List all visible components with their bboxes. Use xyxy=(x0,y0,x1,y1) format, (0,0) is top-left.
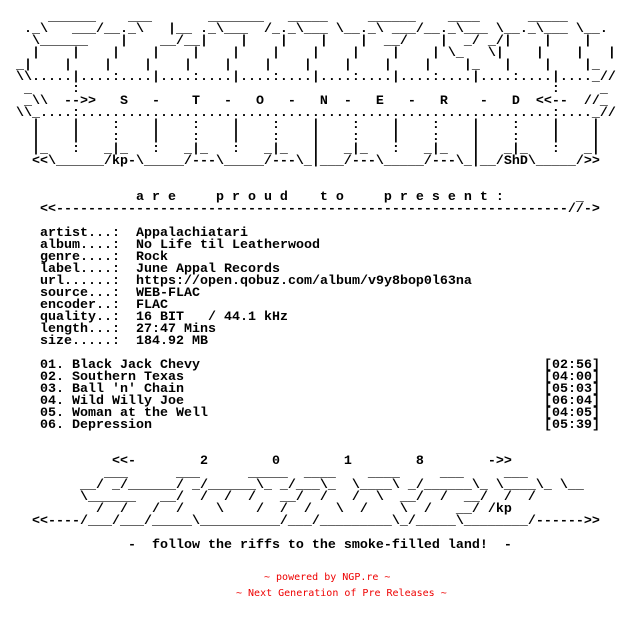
year-art-line: / / / / \ / / / \ / \ / __/ /kp xyxy=(0,502,512,517)
next-generation-line: ~ Next Generation of Pre Releases ~ xyxy=(236,588,447,599)
info-value: Rock xyxy=(136,250,168,265)
track-title: 05. Woman at the Well xyxy=(40,406,208,421)
tagline: - follow the riffs to the smoke-filled l… xyxy=(0,538,512,553)
info-value: https://open.qobuz.com/album/v9y8bop0l63… xyxy=(136,274,472,289)
info-row-genre: genre....: Rock xyxy=(0,250,624,265)
info-value: June Appal Records xyxy=(136,262,280,277)
logo-line: \\_....:................................… xyxy=(0,106,616,121)
powered-suffix: ~ xyxy=(378,572,391,583)
track-row: 05. Woman at the Well [04:05] xyxy=(40,406,600,421)
logo-line: ._\ ___/__._\ |__ ._\___ /_._\___ \__._\… xyxy=(0,22,608,37)
info-label: length...: xyxy=(40,322,120,337)
year-art-line: <<----/___/___/_____\__________/___/____… xyxy=(0,514,600,529)
year-art-line: __/ _/______/ _/______\_ _/___\_ \____\ … xyxy=(0,478,584,493)
info-row-artist: artist...: Appalachiatari xyxy=(0,226,624,241)
year-logo: ___ ___ _____ ____ ____ ___ ___ __/ _/__… xyxy=(0,466,624,529)
track-duration: [04:00] xyxy=(544,370,600,385)
info-value: 16 BIT / 44.1 kHz xyxy=(136,310,288,325)
track-row: 01. Black Jack Chevy [02:56] xyxy=(40,358,600,373)
logo-line: | | | | | | | | | | | \_ \| | | | xyxy=(0,46,616,61)
info-label: album....: xyxy=(40,238,120,253)
info-row-quality: quality..: 16 BIT / 44.1 kHz xyxy=(0,310,624,325)
logo-line: _\\ -->> S - T - O - N - E - R - D <<-- … xyxy=(0,94,608,109)
nfo-document: ______ ___ _______ _____ ______ ____ ___… xyxy=(0,10,624,553)
logo-line: \\.....|....:....|....:....|....:....|..… xyxy=(0,70,616,85)
track-duration: [04:05] xyxy=(544,406,600,421)
logo-line: | | : | : | : | : | : | : | | xyxy=(0,118,600,133)
year-line: <<- 2 0 1 8 ->> xyxy=(0,454,512,469)
info-label: quality..: xyxy=(40,310,120,325)
track-title: 04. Wild Willy Joe xyxy=(40,394,184,409)
logo-line: | | : | : | : | : | : | : | | xyxy=(0,130,600,145)
info-label: artist...: xyxy=(40,226,120,241)
track-duration: [02:56] xyxy=(544,358,600,373)
present-arrow: <<--------------------------------------… xyxy=(0,202,600,217)
present-heading: a r e p r o u d t o p r e s e n t : _ xyxy=(0,190,584,205)
logo-line: ______ ___ _______ _____ ______ ____ ___… xyxy=(0,10,568,25)
year-art-line: \______ __/ / / / __/ / / \ __/ / __/ / … xyxy=(0,490,536,505)
info-value: 27:47 Mins xyxy=(136,322,216,337)
info-value: WEB-FLAC xyxy=(136,286,200,301)
info-row-length: length...: 27:47 Mins xyxy=(0,322,624,337)
ngp-link[interactable]: NGP.re xyxy=(342,572,379,583)
logo-line: <<\______/kp-\_____/---\_____/---\_|___/… xyxy=(0,154,600,169)
track-row: 02. Southern Texas [04:00] xyxy=(40,370,600,385)
logo-line: |_ : _|_ : _|_ : _|_ | _|_ : _|_ | _|_ :… xyxy=(0,142,600,157)
info-label: url......: xyxy=(40,274,120,289)
powered-by-line: ~ powered by NGP.re ~ xyxy=(264,572,390,584)
logo-line: \______ | __/__| | | | | __/ | _/ _/| | … xyxy=(0,34,592,49)
blank-line xyxy=(0,432,624,444)
info-label: encoder..: xyxy=(40,298,120,313)
track-title: 03. Ball 'n' Chain xyxy=(40,382,184,397)
track-title: 01. Black Jack Chevy xyxy=(40,358,200,373)
powered-prefix: ~ powered by xyxy=(264,572,343,583)
logo-line: _| | | | | | | | | | | |_ | | |_ xyxy=(0,58,600,73)
stonerd-logo: ______ ___ _______ _____ ______ ____ ___… xyxy=(0,10,624,169)
info-label: label....: xyxy=(40,262,120,277)
track-duration: [05:39] xyxy=(544,418,600,433)
info-row-url: url......: https://open.qobuz.com/album/v… xyxy=(0,274,624,289)
track-title: 02. Southern Texas xyxy=(40,370,184,385)
track-duration: [05:03] xyxy=(544,382,600,397)
track-row: 03. Ball 'n' Chain [05:03] xyxy=(40,382,600,397)
track-title: 06. Depression xyxy=(40,418,152,433)
info-value: Appalachiatari xyxy=(136,226,248,241)
tracklist: 01. Black Jack Chevy [02:56] 02. Southern… xyxy=(0,358,624,433)
info-row-size: size.....: 184.92 MB xyxy=(0,334,624,349)
info-value: 184.92 MB xyxy=(136,334,208,349)
track-row: 04. Wild Willy Joe [06:04] xyxy=(40,394,600,409)
blank-line xyxy=(0,168,624,180)
info-row-encoder: encoder..: FLAC xyxy=(0,298,624,313)
info-value: FLAC xyxy=(136,298,168,313)
info-value: No Life til Leatherwood xyxy=(136,238,320,253)
info-row-album: album....: No Life til Leatherwood xyxy=(0,238,624,253)
track-row: 06. Depression [05:39] xyxy=(40,418,600,433)
info-row-source: source...: WEB-FLAC xyxy=(0,286,624,301)
year-art-line: ___ ___ _____ ____ ____ ___ ___ xyxy=(0,466,528,481)
info-row-label: label....: June Appal Records xyxy=(0,262,624,277)
info-label: genre....: xyxy=(40,250,120,265)
info-label: size.....: xyxy=(40,334,120,349)
track-duration: [06:04] xyxy=(544,394,600,409)
info-label: source...: xyxy=(40,286,120,301)
logo-line: _ : : _ xyxy=(0,82,608,97)
release-info: artist...: Appalachiatari album....: No Li… xyxy=(0,226,624,349)
